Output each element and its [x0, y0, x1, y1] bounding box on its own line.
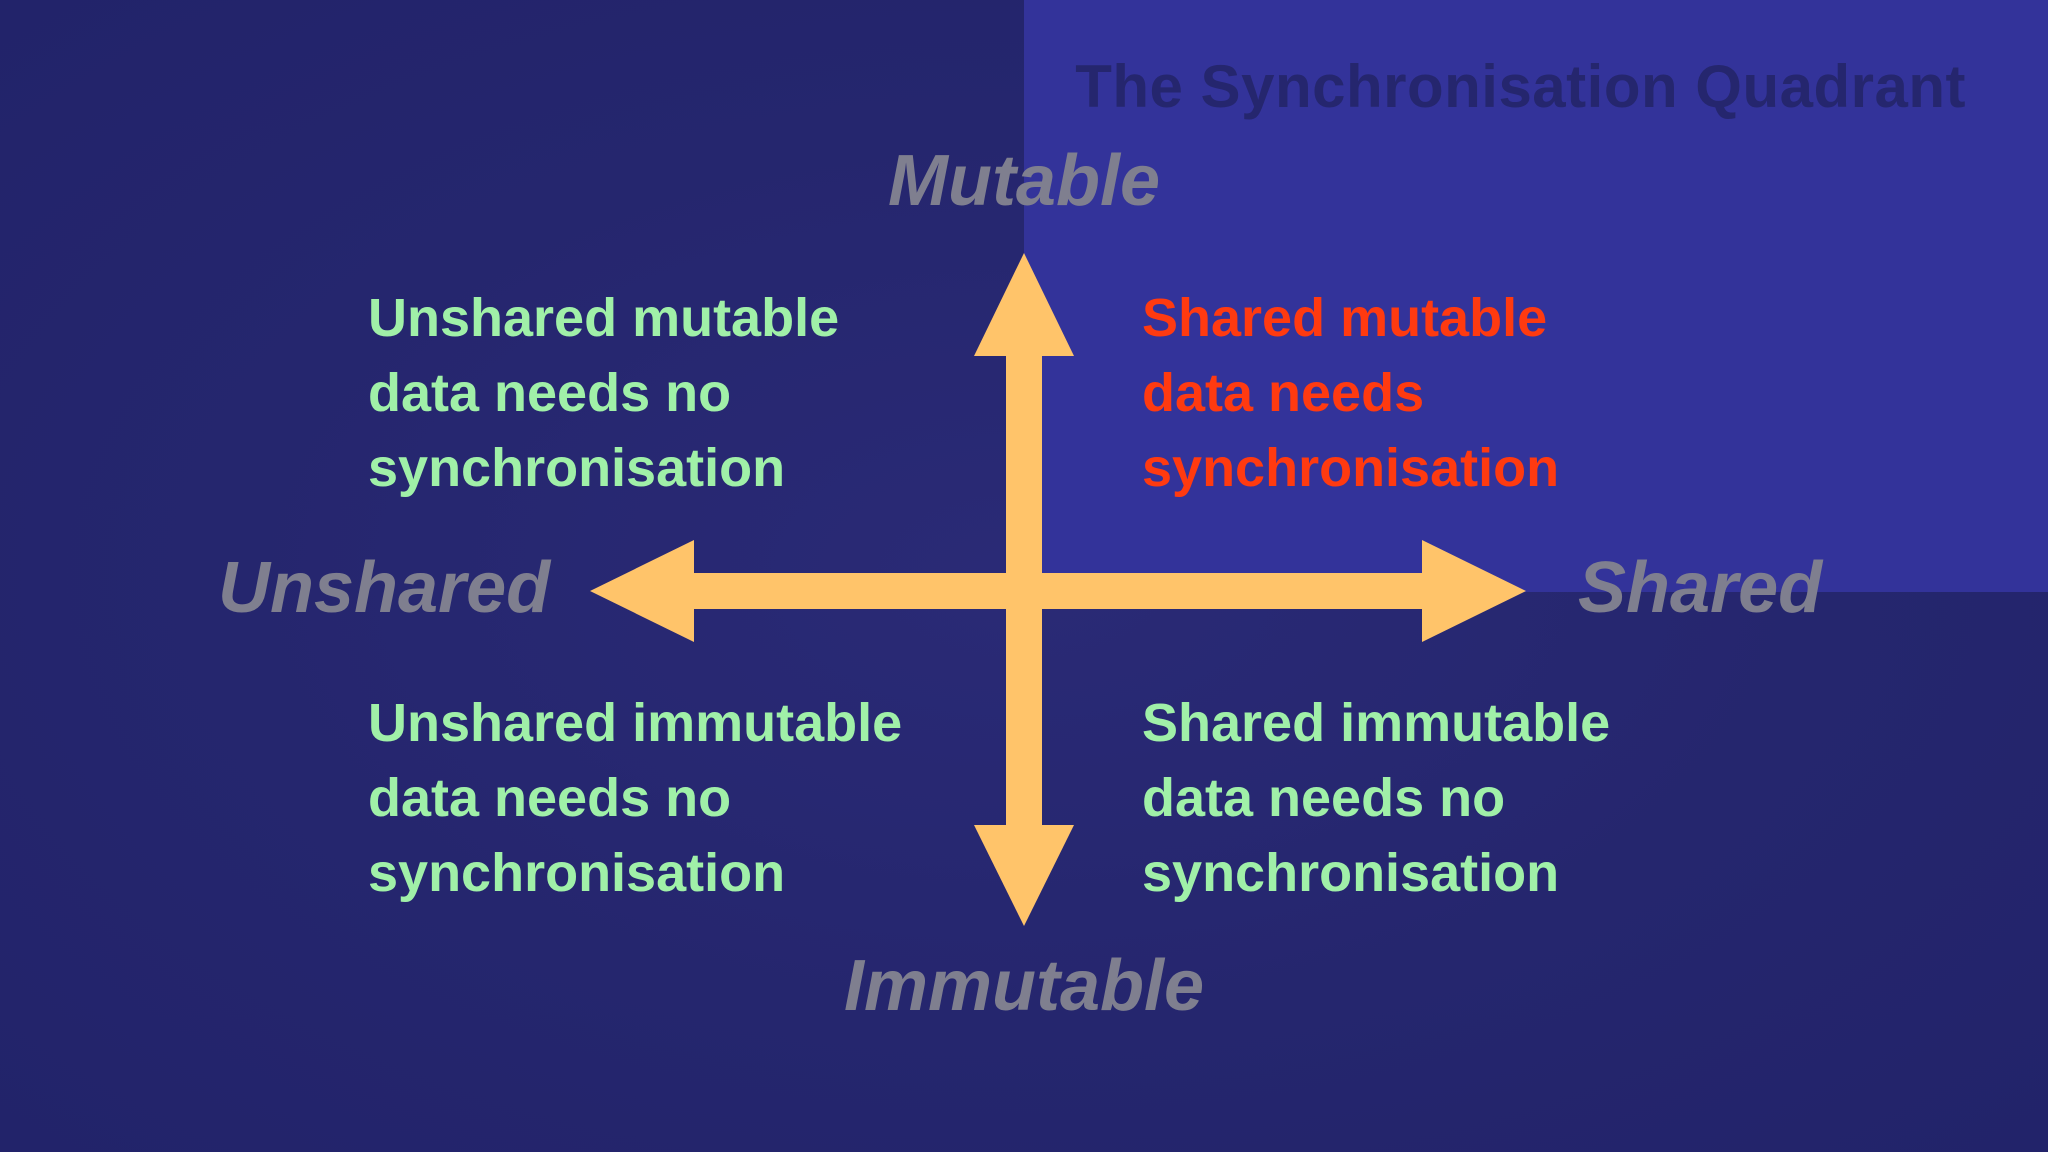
slide-title: The Synchronisation Quadrant: [1075, 53, 1966, 120]
quadrant-line: Unshared immutable: [368, 693, 903, 753]
quadrant-shared-immutable: Shared immutable data needs no synchroni…: [1142, 686, 1610, 911]
quadrant-line: data needs no: [1142, 768, 1506, 828]
quadrant-line: data needs no: [368, 768, 732, 828]
axis-label-immutable: Immutable: [843, 946, 1205, 1026]
quadrant-line: synchronisation: [1142, 843, 1560, 903]
quadrant-line: Shared immutable: [1142, 693, 1611, 753]
horizontal-axis-shaft: [685, 573, 1427, 609]
quadrant-unshared-mutable: Unshared mutable data needs no synchroni…: [368, 281, 839, 506]
quadrant-line: data needs: [1142, 363, 1425, 423]
left-arrowhead-icon: [590, 540, 694, 642]
down-arrowhead-icon: [974, 825, 1074, 926]
quadrant-shared-mutable: Shared mutable data needs synchronisatio…: [1142, 281, 1559, 506]
axis-label-mutable: Mutable: [887, 141, 1160, 221]
axis-label-unshared: Unshared: [218, 548, 551, 628]
quadrant-line: synchronisation: [1142, 438, 1560, 498]
quadrant-line: synchronisation: [368, 438, 786, 498]
quadrant-line: Unshared mutable: [368, 288, 840, 348]
axis-label-shared: Shared: [1578, 548, 1823, 628]
quadrant-unshared-immutable: Unshared immutable data needs no synchro…: [368, 686, 902, 911]
quadrant-line: Shared mutable: [1142, 288, 1548, 348]
quadrant-line: synchronisation: [368, 843, 786, 903]
right-arrowhead-icon: [1422, 540, 1526, 642]
quadrant-line: data needs no: [368, 363, 732, 423]
up-arrowhead-icon: [974, 253, 1074, 356]
shared-mutable-highlight: [1024, 0, 2048, 592]
